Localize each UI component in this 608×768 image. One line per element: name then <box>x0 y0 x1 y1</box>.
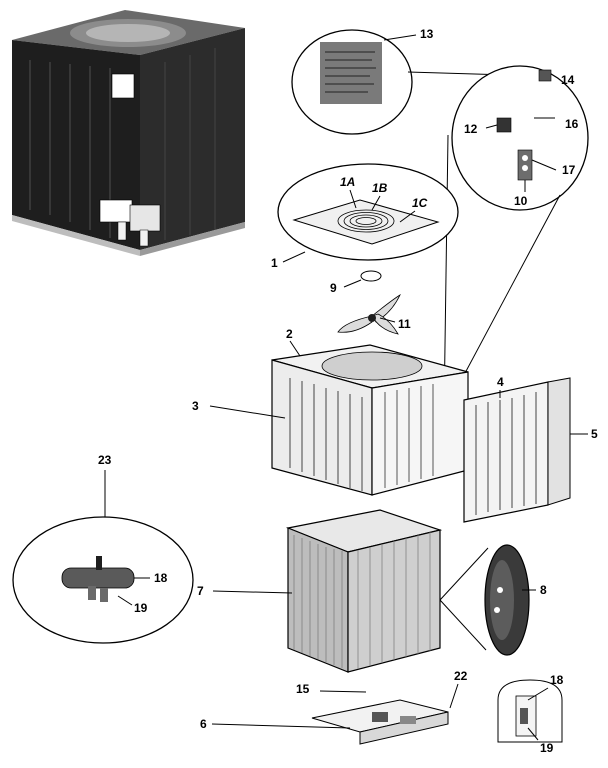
callout-12: 12 <box>464 122 478 136</box>
callout-4: 4 <box>497 375 504 389</box>
callout-2: 2 <box>286 327 293 341</box>
callout-1B: 1B <box>372 181 388 195</box>
callout-22: 22 <box>454 669 468 683</box>
callout-5: 5 <box>591 427 598 441</box>
callout-1C: 1C <box>412 196 428 210</box>
service-valve-detail: 18 19 <box>497 673 564 755</box>
callout-23: 23 <box>98 453 112 467</box>
callout-15: 15 <box>296 682 310 696</box>
top-cabinet-panel: 2 3 <box>192 327 469 496</box>
electrical-components-detail: 14 16 12 17 10 <box>451 65 589 211</box>
callout-19a: 19 <box>134 601 148 615</box>
callout-8: 8 <box>540 583 547 597</box>
callout-19b: 19 <box>540 741 554 755</box>
callout-9: 9 <box>330 281 337 295</box>
assembled-unit-illustration <box>12 10 245 256</box>
callout-11: 11 <box>398 317 411 331</box>
callout-10: 10 <box>514 194 528 208</box>
wiring-label-detail: 13 <box>291 27 509 135</box>
callout-6: 6 <box>200 717 207 731</box>
side-louvered-panel: 4 5 <box>463 375 598 523</box>
callout-17: 17 <box>562 163 576 177</box>
fan-guard-detail: 1A 1B 1C 1 <box>271 163 459 270</box>
callout-14: 14 <box>561 73 575 87</box>
compressor-detail-8: 8 <box>439 544 547 656</box>
callout-3: 3 <box>192 399 199 413</box>
condenser-coil: 7 <box>197 509 443 673</box>
callout-18a: 18 <box>154 571 168 585</box>
callout-7: 7 <box>197 584 204 598</box>
callout-16: 16 <box>565 117 579 131</box>
base-pan: 15 6 22 <box>200 669 468 745</box>
callout-1: 1 <box>271 256 278 270</box>
compressor-assembly-detail: 23 18 19 <box>12 453 194 644</box>
callout-1A: 1A <box>340 175 355 189</box>
callout-18b: 18 <box>550 673 564 687</box>
callout-13: 13 <box>420 27 434 41</box>
fan-blade: 9 11 <box>330 270 411 335</box>
